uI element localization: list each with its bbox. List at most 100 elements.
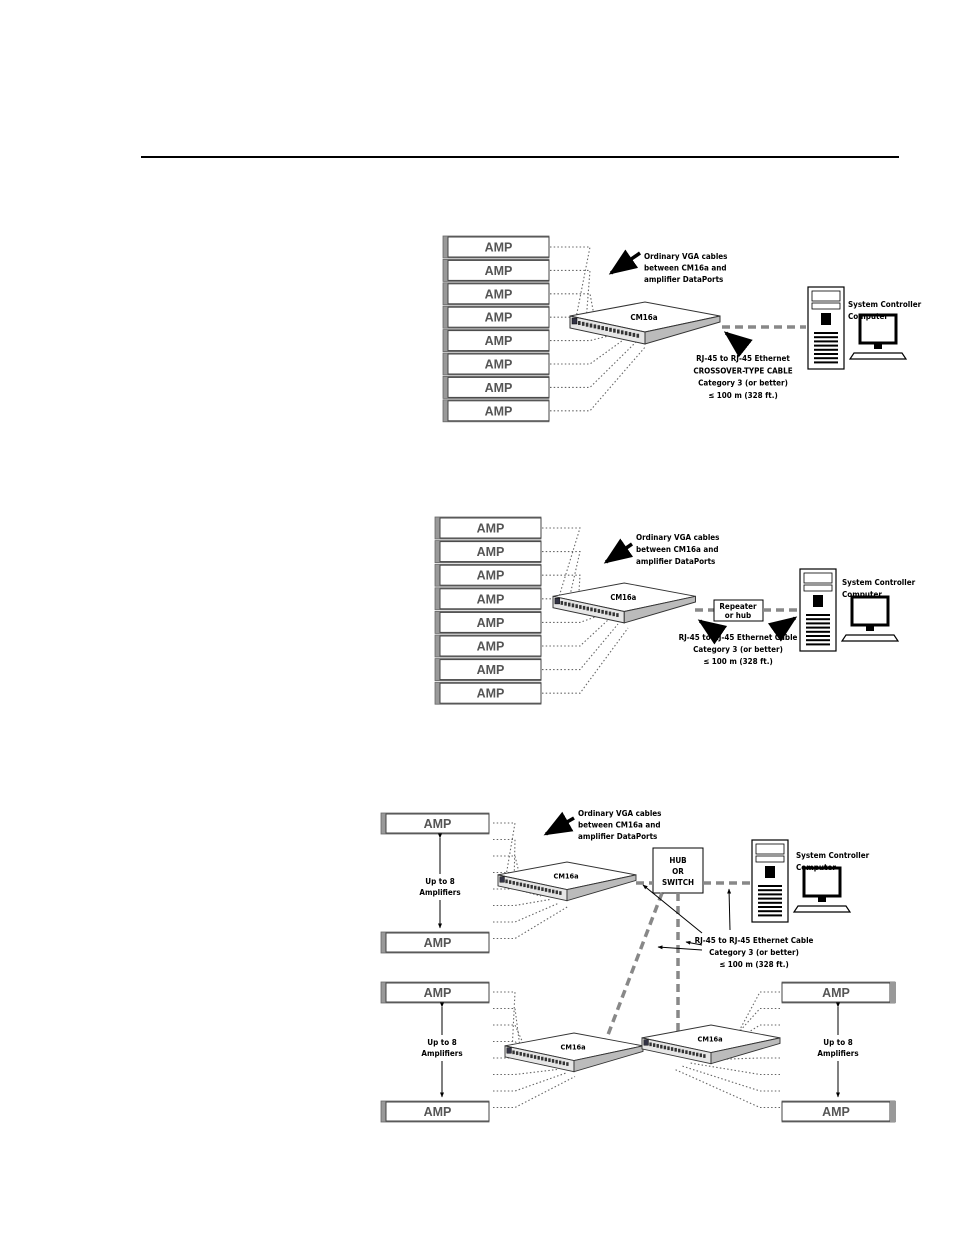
vga-note: Ordinary VGA cables	[644, 252, 727, 261]
cm16a-label: CM16a	[554, 872, 579, 881]
vga-note: between CM16a and	[636, 545, 718, 554]
tower-vent	[758, 914, 782, 917]
header-rule	[141, 156, 899, 158]
tower-vent	[806, 626, 830, 629]
up-to-label: Up to 8	[427, 1038, 456, 1047]
cm16a-port	[544, 888, 548, 892]
amplifier: AMP	[434, 540, 542, 563]
cable-note: RJ-45 to RJ-45 Ethernet	[696, 354, 790, 363]
tower-vent	[814, 361, 838, 364]
amp-panel	[439, 635, 542, 657]
cable-note: RJ-45 to RJ-45 Ethernet Cable	[695, 936, 814, 945]
tower-vent	[814, 353, 838, 355]
cm16a-port	[652, 1043, 656, 1047]
drive-bay	[803, 572, 833, 584]
tower-vent	[758, 901, 782, 904]
amp-panel	[447, 236, 550, 258]
cm16a-port	[613, 328, 616, 333]
cm16a-port	[632, 332, 636, 337]
tower-vent	[806, 635, 830, 637]
cable-note: ≤ 100 m (328 ft.)	[708, 391, 777, 400]
cm16a-port	[537, 1055, 540, 1060]
cm16a-port	[559, 891, 562, 895]
up-to-label: Amplifiers	[419, 888, 460, 897]
amp-label: AMP	[485, 264, 513, 278]
amplifier: AMP	[380, 1100, 490, 1123]
keyboard	[840, 634, 900, 642]
tower-vent	[814, 357, 838, 360]
cable-note: RJ-45 to RJ-45 Ethernet Cable	[679, 633, 798, 642]
cm16a-port	[601, 326, 604, 331]
keyboard	[792, 905, 852, 913]
vga-cable	[673, 1068, 780, 1109]
cm16a-port	[579, 605, 582, 609]
monitor	[858, 313, 898, 345]
hub-label: HUB	[669, 856, 686, 865]
amp-panel	[447, 330, 550, 352]
vga-cable	[542, 627, 629, 694]
vga-cable	[493, 1076, 576, 1109]
cm16a-port	[670, 1047, 674, 1051]
vga-note: amplifier DataPorts	[636, 557, 715, 566]
tower-vent	[806, 630, 830, 633]
cm16a-side	[644, 315, 721, 345]
amplifier: AMP	[442, 375, 550, 399]
callout-arrow	[608, 249, 641, 275]
amplifier: AMP	[442, 352, 550, 376]
cm16a-port	[551, 1059, 555, 1063]
amplifier: AMP	[434, 611, 542, 634]
vga-note: Ordinary VGA cables	[578, 809, 661, 818]
cm16a-port	[555, 1059, 558, 1064]
tower-vent	[806, 618, 830, 621]
cm16a-port	[568, 602, 571, 607]
cm16a-port	[692, 1051, 695, 1056]
cm16a-port	[597, 609, 601, 613]
cm16a-port	[674, 1047, 677, 1052]
monitor-stand	[866, 625, 874, 631]
amp-label: AMP	[485, 287, 513, 301]
cm16a-side	[566, 874, 637, 902]
cm16a-port	[544, 1057, 548, 1062]
cm16a-port	[660, 1044, 663, 1049]
monitor	[850, 595, 890, 627]
vga-cable	[493, 1072, 567, 1092]
vga-cable	[542, 619, 609, 647]
ethernet-cable	[604, 892, 664, 1041]
tower-vent	[806, 622, 830, 625]
amp-label: AMP	[477, 687, 505, 701]
cm16a-port	[505, 879, 508, 884]
cm16a-unit: CM16a	[552, 582, 696, 624]
callout-arrow	[685, 940, 703, 946]
amp-panel	[385, 813, 490, 834]
up-to-label: Amplifiers	[817, 1049, 858, 1058]
cm16a-port	[593, 324, 597, 329]
amp-label: AMP	[485, 334, 513, 348]
cable-note: Category 3 (or better)	[698, 379, 788, 388]
up-to-label: Up to 8	[823, 1038, 852, 1047]
cm16a-port	[620, 330, 624, 335]
cm16a-port	[526, 884, 530, 888]
cm16a-port	[552, 889, 555, 894]
cm16a-port	[593, 608, 597, 613]
cm16a-port	[519, 882, 523, 887]
amp-panel	[385, 932, 490, 953]
cm16a-port	[656, 1044, 659, 1048]
cm16a-port	[530, 884, 533, 889]
computer-label: Computer	[796, 863, 836, 872]
cm16a-label: CM16a	[698, 1035, 723, 1044]
cm16a-port	[541, 887, 544, 891]
cm16a-unit: CM16a	[497, 861, 637, 902]
cm16a-port	[523, 1052, 526, 1057]
cm16a-port	[562, 1061, 565, 1066]
computer-label: System Controller	[842, 578, 916, 587]
cm16a-port	[617, 329, 620, 334]
drive-bay	[755, 855, 785, 863]
cm16a-port	[703, 1054, 706, 1058]
computer-label: Computer	[842, 590, 882, 599]
vga-note: amplifier DataPorts	[644, 275, 723, 284]
amp-label: AMP	[477, 616, 505, 630]
cm16a-port	[575, 604, 578, 609]
cm16a-port	[582, 605, 586, 610]
power-button	[813, 595, 823, 607]
